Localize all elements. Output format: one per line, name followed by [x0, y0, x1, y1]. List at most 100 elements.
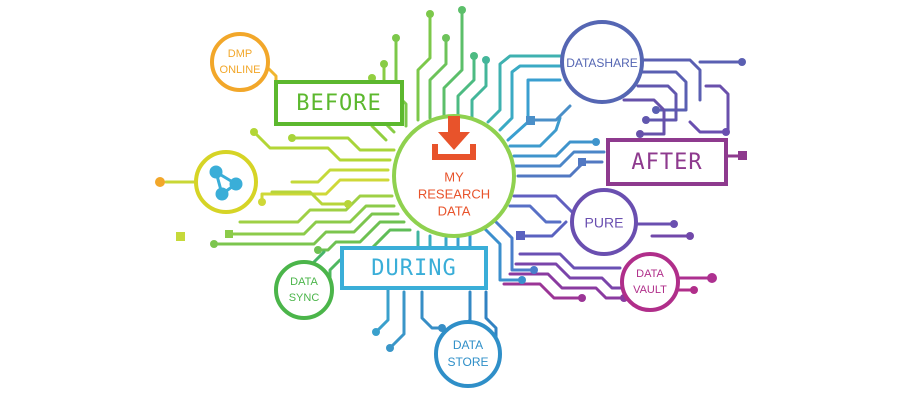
- pure-node[interactable]: PURE: [570, 188, 638, 256]
- trace: [254, 132, 392, 162]
- trace: [442, 10, 464, 118]
- during-box: [340, 246, 488, 290]
- data-store-label-line1: DATA: [453, 338, 483, 352]
- trace-dot: [288, 134, 296, 142]
- trace: [486, 54, 562, 124]
- data-vault-label-line1: DATA: [636, 268, 664, 280]
- data-store-circle: [434, 320, 502, 388]
- trace-dot: [380, 60, 388, 68]
- trace-dot: [670, 220, 678, 228]
- before-label: BEFORE: [296, 91, 381, 116]
- trace-dot: [518, 276, 526, 284]
- trace: [390, 290, 406, 348]
- trace-dot: [392, 34, 400, 42]
- after-stage[interactable]: AFTER: [606, 138, 728, 186]
- trace-dot: [738, 58, 746, 66]
- trace: [416, 16, 432, 122]
- dmp-online-label-line2: ONLINE: [220, 64, 261, 76]
- data-sync-label-line2: SYNC: [289, 292, 320, 304]
- before-box: [274, 80, 404, 126]
- trace-dot: [210, 240, 218, 248]
- trace-dot: [707, 273, 717, 283]
- during-stage[interactable]: DURING: [340, 246, 488, 290]
- trace: [238, 194, 394, 224]
- trace: [508, 272, 624, 300]
- trace: [516, 160, 604, 178]
- trace: [636, 84, 678, 122]
- share-circle: [194, 150, 258, 214]
- share-node[interactable]: [194, 150, 258, 214]
- trace-dot: [470, 52, 478, 60]
- pure-circle: [570, 188, 638, 256]
- dmp-online-node[interactable]: DMP ONLINE: [210, 32, 270, 92]
- trace-pad: [176, 232, 185, 241]
- center-node[interactable]: MY RESEARCH DATA: [392, 114, 516, 238]
- datashare-label: DATASHARE: [566, 56, 638, 70]
- data-vault-node[interactable]: DATA VAULT: [620, 252, 680, 312]
- trace: [528, 104, 572, 122]
- trace-pad: [225, 230, 233, 238]
- trace-dot: [344, 200, 352, 208]
- center-label-line3: DATA: [438, 203, 471, 218]
- trace: [420, 290, 442, 330]
- datashare-circle: [560, 20, 644, 104]
- trace-dot: [386, 344, 394, 352]
- dmp-online-label-line1: DMP: [228, 48, 252, 60]
- trace-dot: [636, 130, 644, 138]
- trace: [640, 70, 688, 112]
- pure-label: PURE: [585, 215, 624, 231]
- trace: [508, 116, 562, 148]
- share-network-icon: [209, 165, 243, 201]
- trace-pad: [526, 116, 535, 125]
- trace: [512, 140, 598, 158]
- data-sync-circle: [274, 260, 334, 320]
- data-store-label-line2: STORE: [447, 355, 488, 369]
- trace: [520, 220, 568, 238]
- trace: [704, 84, 730, 134]
- trace-endpoints: [155, 6, 747, 352]
- trace: [484, 290, 498, 342]
- download-icon: [432, 116, 476, 160]
- trace: [428, 38, 448, 120]
- data-store-node[interactable]: DATA STORE: [434, 320, 502, 388]
- trace-dot: [442, 34, 450, 42]
- data-vault-label-line2: VAULT: [633, 284, 667, 296]
- center-label-line2: RESEARCH: [418, 186, 490, 201]
- trace-dot: [258, 198, 266, 206]
- during-label: DURING: [371, 256, 456, 281]
- trace: [502, 282, 582, 300]
- trace: [376, 288, 390, 332]
- trace-dot: [592, 138, 600, 146]
- trace-pad: [516, 231, 525, 240]
- trace: [512, 194, 574, 214]
- trace: [514, 262, 648, 290]
- trace: [492, 218, 534, 272]
- trace: [688, 120, 726, 134]
- trace-dot: [458, 6, 466, 14]
- trace: [508, 204, 562, 224]
- trace: [214, 212, 400, 246]
- data-vault-circle: [620, 252, 680, 312]
- trace-pad: [738, 151, 747, 160]
- trace: [506, 78, 562, 142]
- trace-dot: [314, 246, 322, 254]
- trace-dot: [426, 10, 434, 18]
- after-label: AFTER: [631, 150, 702, 175]
- trace: [270, 190, 348, 206]
- before-stage[interactable]: BEFORE: [274, 80, 404, 126]
- trace-dot: [686, 232, 694, 240]
- trace: [470, 60, 488, 120]
- trace-dot: [250, 128, 258, 136]
- trace: [290, 168, 390, 184]
- data-sync-node[interactable]: DATA SYNC: [274, 260, 334, 320]
- trace: [228, 204, 396, 236]
- trace: [514, 150, 606, 168]
- trace: [294, 136, 396, 152]
- trace: [456, 56, 476, 118]
- trace-dot: [530, 266, 538, 274]
- dmp-online-circle: [210, 32, 270, 92]
- trace: [640, 58, 702, 102]
- trace: [482, 226, 522, 282]
- datashare-node[interactable]: DATASHARE: [560, 20, 644, 104]
- trace-dot: [690, 286, 698, 294]
